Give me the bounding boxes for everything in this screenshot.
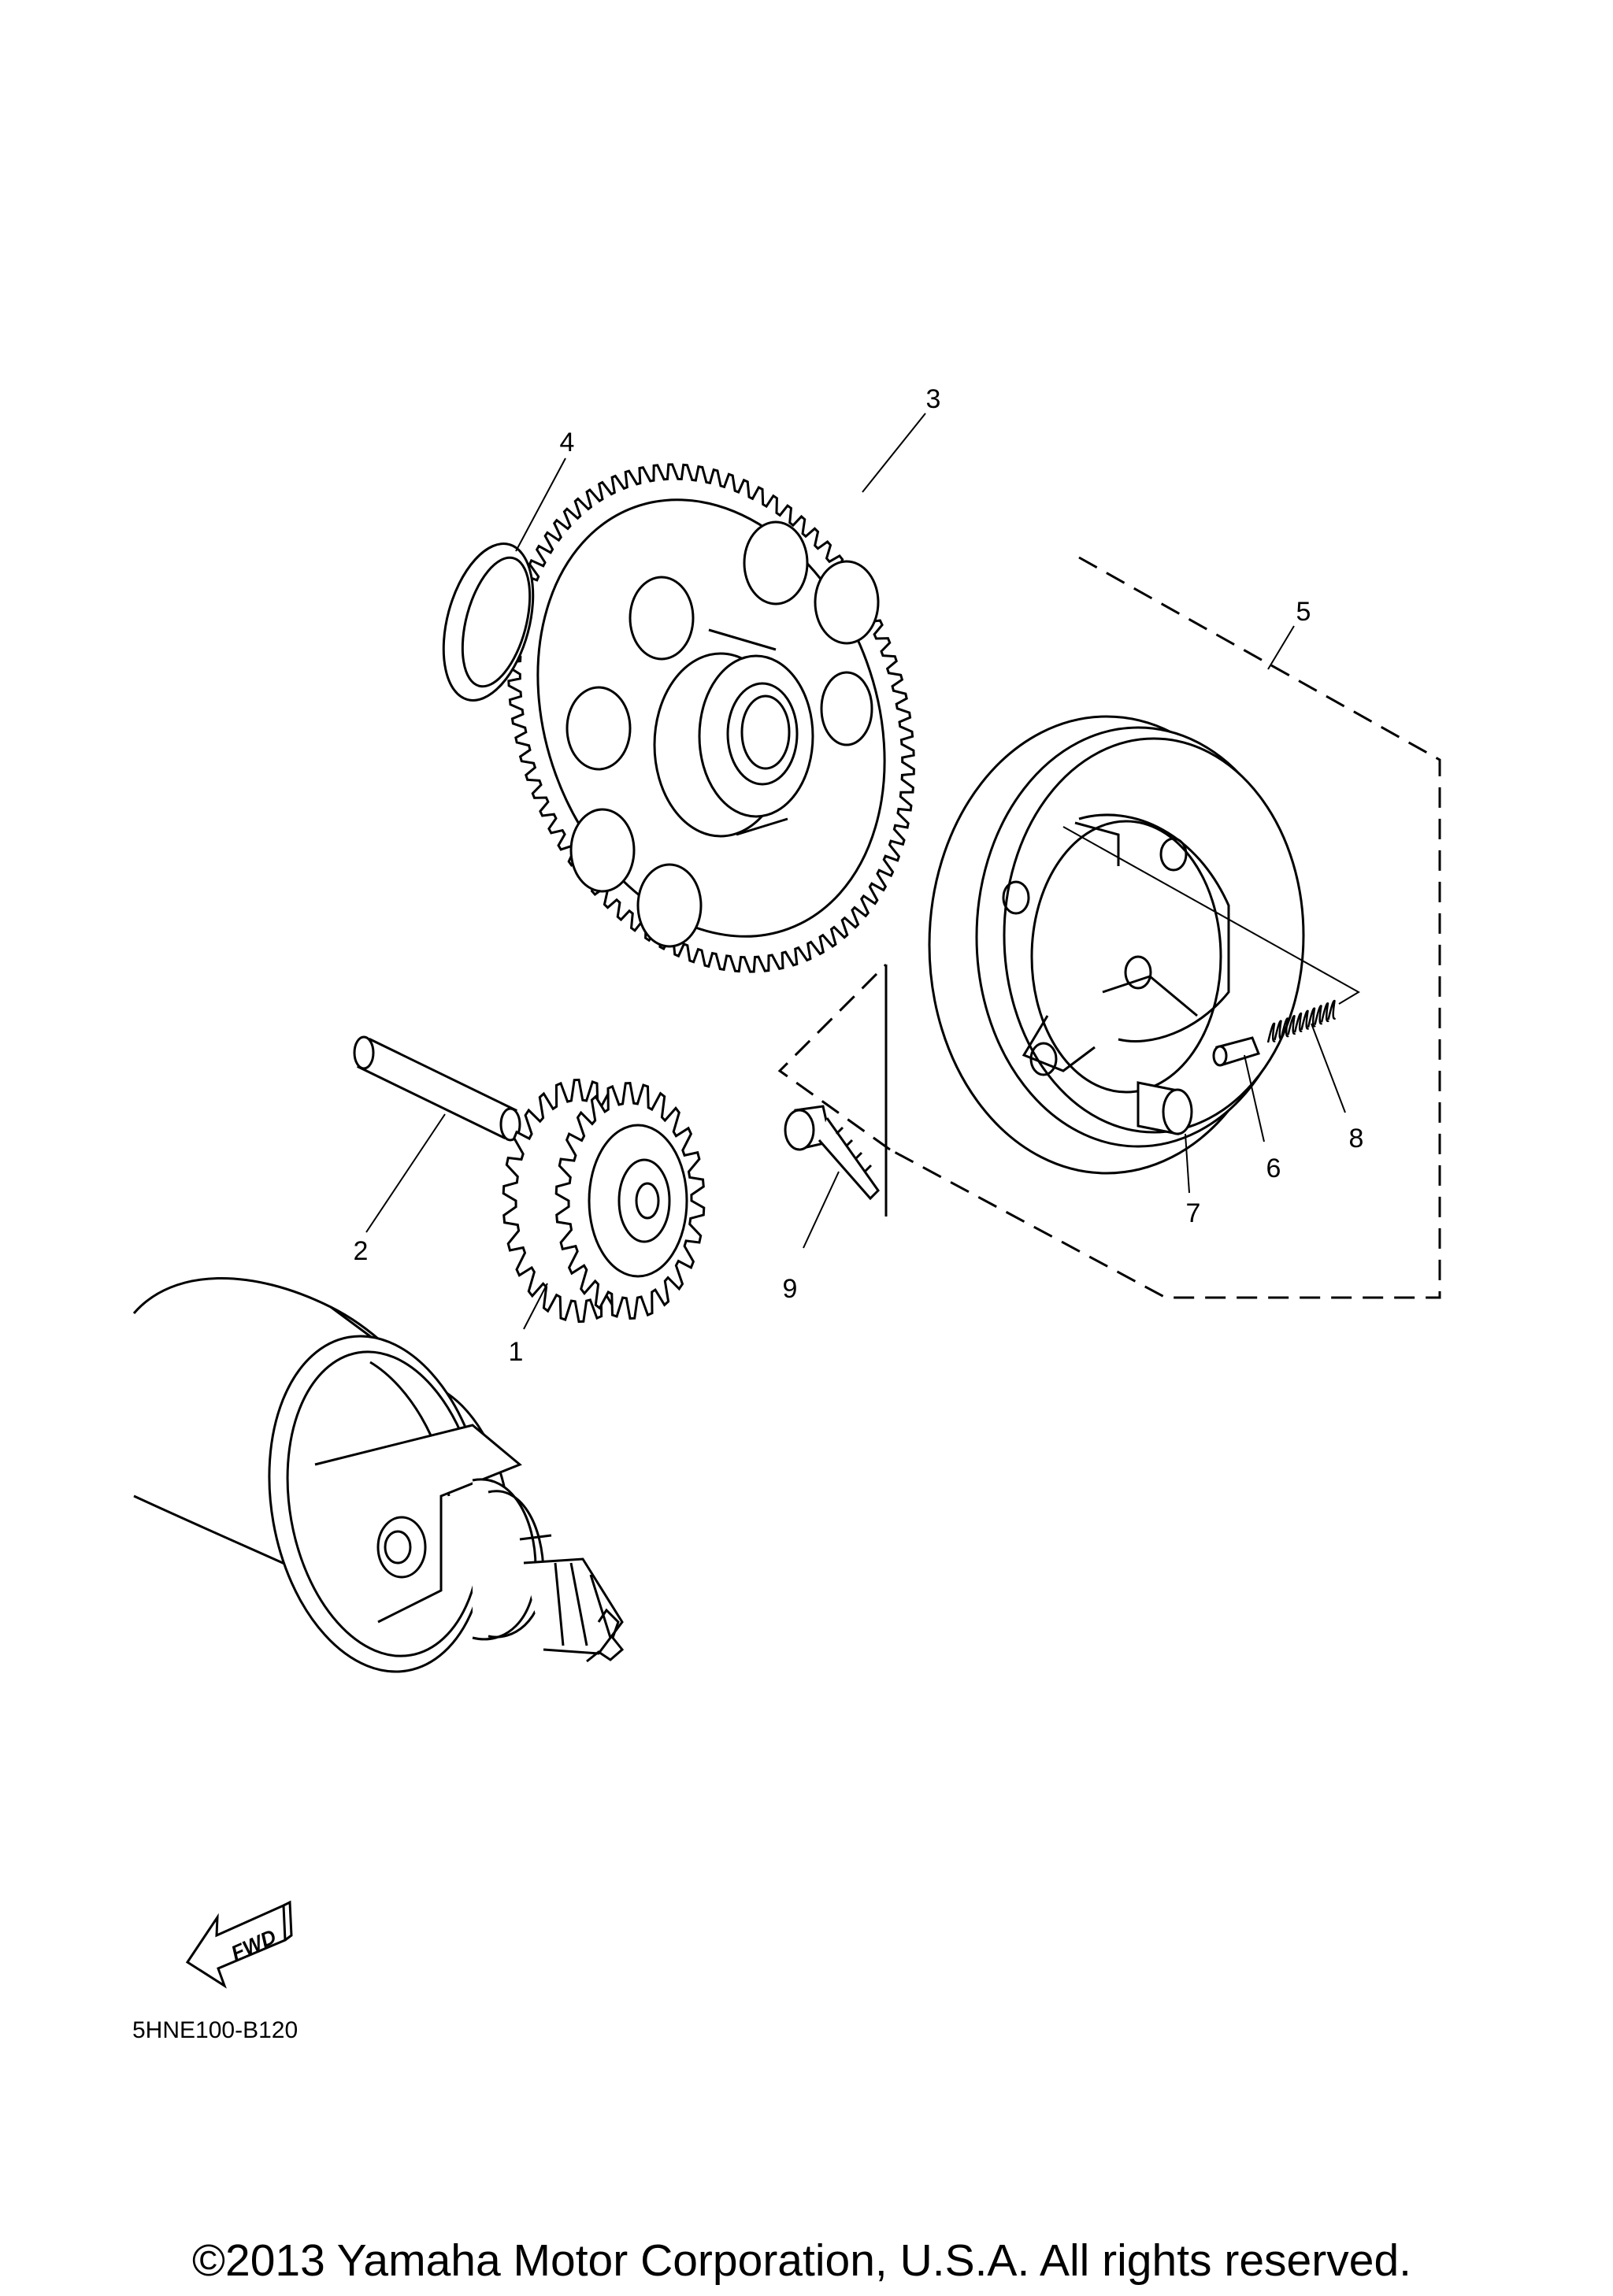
part-8-spring xyxy=(1266,999,1337,1043)
part-7-roller xyxy=(1137,1081,1193,1135)
callout-3: 3 xyxy=(926,384,941,414)
assembly-dashed-boundary xyxy=(777,556,1441,1299)
part-2-shaft xyxy=(353,1035,521,1142)
copyright-notice: ©2013 Yamaha Motor Corporation, U.S.A. A… xyxy=(192,2235,1411,2286)
leader-lines xyxy=(365,413,1346,1330)
fwd-indicator: FWD xyxy=(185,1900,293,1989)
part-9-bolt xyxy=(784,1105,880,1201)
callout-1: 1 xyxy=(509,1337,524,1367)
callout-2: 2 xyxy=(354,1236,369,1266)
part-1-idle-gear xyxy=(502,1078,706,1324)
callout-labels: 1 2 3 4 5 6 7 8 9 xyxy=(354,384,1364,1367)
callout-4: 4 xyxy=(560,428,575,457)
starter-motor xyxy=(132,1276,625,1673)
part-4-washer xyxy=(442,543,535,702)
part-5-clutch-assembly xyxy=(777,556,1441,1299)
callout-6: 6 xyxy=(1266,1154,1281,1183)
part-6-plunger xyxy=(1212,1036,1260,1067)
callout-7: 7 xyxy=(1186,1198,1201,1228)
callout-5: 5 xyxy=(1296,597,1311,627)
callout-9: 9 xyxy=(783,1274,798,1304)
callout-8: 8 xyxy=(1349,1124,1364,1154)
part-3-idle-gear xyxy=(507,463,915,973)
fwd-arrow-icon xyxy=(185,1900,293,1989)
diagram-code: 5HNE100-B120 xyxy=(132,2017,298,2043)
